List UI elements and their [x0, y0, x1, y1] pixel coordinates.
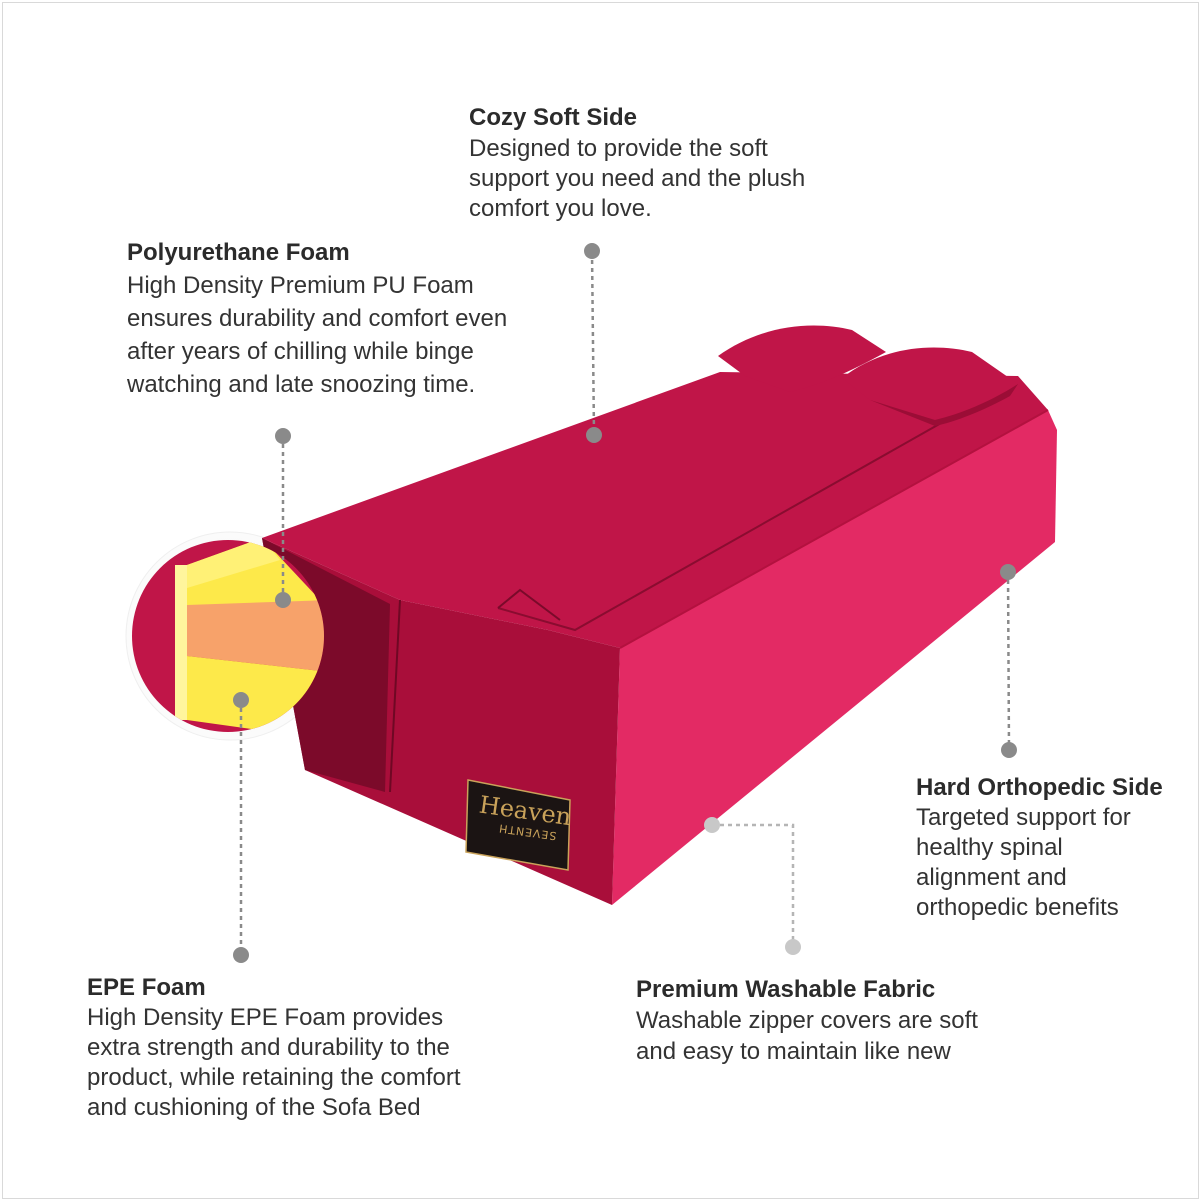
callout-dot-pu-bottom: [275, 592, 291, 608]
feature-body: High Density EPE Foam provides extra str…: [87, 1004, 461, 1121]
feature-polyurethane-foam: Polyurethane Foam High Density Premium P…: [127, 236, 547, 401]
callout-dot-fabric-end: [785, 939, 801, 955]
feature-title: Premium Washable Fabric: [636, 976, 936, 1003]
top-edge: [619, 409, 1049, 649]
callout-line-fabric: [712, 823, 795, 947]
feature-hard-orthopedic-side: Hard Orthopedic Side Targeted support fo…: [916, 773, 1186, 923]
callout-dot-pu-top: [275, 428, 291, 444]
callout-dot-epe-top: [233, 692, 249, 708]
feature-body: Designed to provide the soft support you…: [469, 135, 806, 222]
top-fold: [497, 588, 561, 621]
feature-title: Hard Orthopedic Side: [916, 774, 1163, 801]
pillow-right: [842, 347, 1018, 420]
callout-dot-cozy-bottom: [586, 427, 602, 443]
callout-dot-orthopedic-top: [1000, 564, 1016, 580]
callout-line-orthopedic: [1006, 571, 1011, 751]
pillow-right-shade: [870, 384, 1018, 426]
mattress-top: [262, 372, 1048, 648]
feature-epe-foam: EPE Foam High Density EPE Foam provides …: [87, 973, 507, 1123]
feature-body: High Density Premium PU Foam ensures dur…: [127, 272, 508, 398]
mattress-side: [612, 410, 1057, 905]
feature-premium-washable-fabric: Premium Washable Fabric Washable zipper …: [636, 974, 1016, 1067]
feature-title: EPE Foam: [87, 974, 206, 1001]
pillow-left: [718, 325, 886, 392]
mattress-seam: [389, 599, 401, 793]
zipper-seam: [497, 417, 951, 632]
callout-dot-cozy-top: [584, 243, 600, 259]
brand-label-patch: [465, 779, 571, 871]
callout-dot-epe-bottom: [233, 947, 249, 963]
callout-line-cozy: [590, 251, 596, 435]
callout-dot-fabric-start: [704, 817, 720, 833]
feature-body: Targeted support for healthy spinal alig…: [916, 804, 1131, 921]
feature-cozy-soft-side: Cozy Soft Side Designed to provide the s…: [469, 102, 849, 224]
feature-title: Polyurethane Foam: [127, 239, 350, 266]
feature-title: Cozy Soft Side: [469, 104, 638, 131]
feature-body: Washable zipper covers are soft and easy…: [636, 1007, 978, 1065]
callout-dot-orthopedic-bottom: [1001, 742, 1017, 758]
